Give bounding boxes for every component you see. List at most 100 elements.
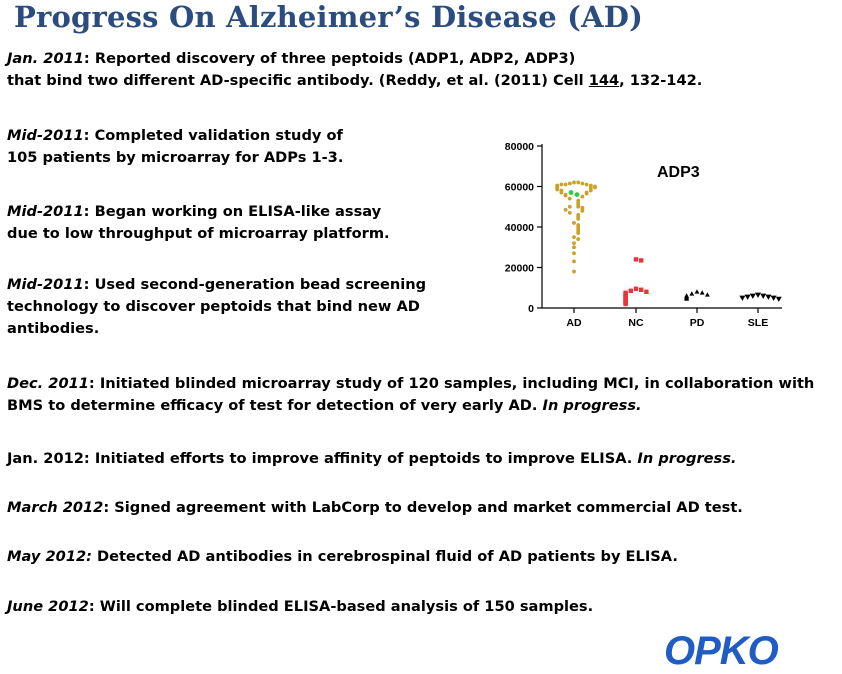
- data-point-ad: [576, 204, 581, 209]
- data-point-sle: [765, 294, 772, 300]
- opko-logo: OPKO: [664, 629, 779, 673]
- data-point-nc: [623, 301, 628, 307]
- data-point-pd: [699, 290, 705, 295]
- data-point-sle: [775, 296, 782, 302]
- y-tick-label: 20000: [505, 263, 534, 275]
- y-tick-label: 0: [528, 303, 534, 315]
- data-point-ad: [572, 221, 576, 225]
- entry-date: Dec. 2011: [7, 375, 89, 392]
- data-point-ad: [576, 180, 581, 185]
- data-point-nc: [628, 288, 633, 293]
- data-point-sle: [739, 295, 746, 301]
- data-point-ad: [568, 190, 574, 195]
- citation-volume: 144: [588, 72, 620, 89]
- data-point-ad: [576, 217, 581, 221]
- data-point-ad: [574, 192, 580, 197]
- entry-text: , 132-142.: [619, 72, 703, 89]
- chart-marks: [555, 180, 782, 307]
- data-point-ad: [563, 207, 568, 212]
- data-point-ad: [572, 259, 576, 264]
- entry-line: Mid-2011: Used second-generation bead sc…: [7, 274, 426, 296]
- data-point-ad: [580, 208, 585, 213]
- entry-date: Jan. 2011: [7, 50, 84, 67]
- data-point-ad: [567, 204, 572, 209]
- entry-date: Mid-2011: [7, 203, 84, 220]
- data-point-nc: [644, 289, 649, 294]
- x-tick-label: PD: [690, 317, 705, 329]
- data-point-ad: [572, 269, 576, 274]
- data-point-ad: [563, 182, 568, 187]
- entry-text: : Reported discovery of three peptoids (…: [83, 50, 576, 67]
- data-point-ad: [567, 181, 572, 186]
- data-point-ad: [588, 188, 593, 193]
- entry-line: June 2012: Will complete blinded ELISA-b…: [7, 596, 593, 618]
- data-point-sle: [744, 294, 751, 300]
- entry-line: BMS to determine efficacy of test for de…: [7, 395, 814, 417]
- data-point-ad: [572, 235, 576, 240]
- page-title: Progress On Alzheimer’s Disease (AD): [14, 0, 644, 34]
- data-point-ad: [580, 181, 585, 186]
- data-point-ad: [584, 191, 589, 196]
- data-point-ad: [559, 190, 564, 195]
- timeline-entry-june-2012: June 2012: Will complete blinded ELISA-b…: [7, 596, 593, 618]
- data-point-pd: [694, 289, 700, 294]
- entry-date: Mid-2011: [7, 127, 84, 144]
- data-point-ad: [563, 193, 568, 198]
- data-point-sle: [755, 292, 761, 298]
- data-point-ad: [584, 182, 589, 187]
- data-point-sle: [770, 295, 777, 301]
- entry-text: : Completed validation study of: [83, 127, 343, 144]
- status-in-progress: In progress.: [542, 397, 642, 414]
- entry-text: BMS to determine efficacy of test for de…: [7, 397, 543, 414]
- x-tick-label: AD: [566, 317, 582, 329]
- entry-text: Detected AD antibodies in cerebrospinal …: [91, 548, 678, 565]
- data-point-sle: [760, 293, 767, 299]
- timeline-entry-jan-2011: Jan. 2011: Reported discovery of three p…: [7, 48, 702, 92]
- timeline-entry-may-2012: May 2012: Detected AD antibodies in cere…: [7, 546, 678, 568]
- entry-line: technology to discover peptoids that bin…: [7, 298, 420, 315]
- y-tick-label: 60000: [505, 182, 534, 194]
- timeline-entry-march-2012: March 2012: Signed agreement with LabCor…: [7, 497, 743, 519]
- timeline-entry-mid-2011-validation: Mid-2011: Completed validation study of …: [7, 125, 343, 169]
- entry-line: Mid-2011: Completed validation study of: [7, 125, 343, 147]
- timeline-entry-mid-2011-elisa: Mid-2011: Began working on ELISA-like as…: [7, 201, 390, 245]
- entry-line: that bind two different AD-specific anti…: [7, 70, 702, 92]
- data-point-ad: [567, 196, 572, 201]
- data-point-ad: [555, 187, 560, 192]
- entry-text: : Used second-generation bead screening: [83, 276, 427, 293]
- timeline-entry-dec-2011: Dec. 2011: Initiated blinded microarray …: [7, 373, 814, 417]
- data-point-ad: [576, 231, 581, 235]
- entry-line: due to low throughput of microarray plat…: [7, 225, 390, 242]
- data-point-ad: [572, 180, 576, 185]
- x-tick-label: SLE: [748, 317, 768, 329]
- entry-date: May 2012:: [7, 548, 92, 565]
- entry-date: June 2012: [7, 598, 89, 615]
- data-point-nc: [633, 257, 639, 262]
- timeline-entry-mid-2011-bead: Mid-2011: Used second-generation bead sc…: [7, 274, 426, 340]
- entry-line: Jan. 2011: Reported discovery of three p…: [7, 48, 702, 70]
- entry-text: : Began working on ELISA-like assay: [83, 203, 382, 220]
- data-point-nc: [639, 287, 644, 292]
- entry-line: Mid-2011: Began working on ELISA-like as…: [7, 201, 390, 223]
- data-point-sle: [749, 293, 756, 299]
- data-point-ad: [567, 210, 572, 215]
- entry-date: March 2012: [7, 499, 104, 516]
- entry-text: : Initiated blinded microarray study of …: [88, 375, 815, 392]
- data-point-ad: [572, 245, 576, 250]
- data-point-ad: [572, 251, 576, 256]
- data-point-nc: [639, 258, 644, 263]
- y-tick-label: 80000: [505, 141, 534, 153]
- data-point-ad: [572, 241, 576, 246]
- entry-line: antibodies.: [7, 320, 100, 337]
- data-point-ad: [576, 237, 581, 242]
- data-point-ad: [593, 185, 597, 190]
- entry-text: : Signed agreement with LabCorp to devel…: [103, 499, 743, 516]
- data-point-ad: [580, 194, 585, 199]
- entry-date: Mid-2011: [7, 276, 84, 293]
- entry-line: 105 patients by microarray for ADPs 1-3.: [7, 149, 344, 166]
- x-tick-label: NC: [628, 317, 644, 329]
- entry-text: Jan. 2012: Initiated efforts to improve …: [7, 450, 638, 467]
- entry-text: : Will complete blinded ELISA-based anal…: [88, 598, 594, 615]
- status-in-progress: In progress.: [637, 450, 737, 467]
